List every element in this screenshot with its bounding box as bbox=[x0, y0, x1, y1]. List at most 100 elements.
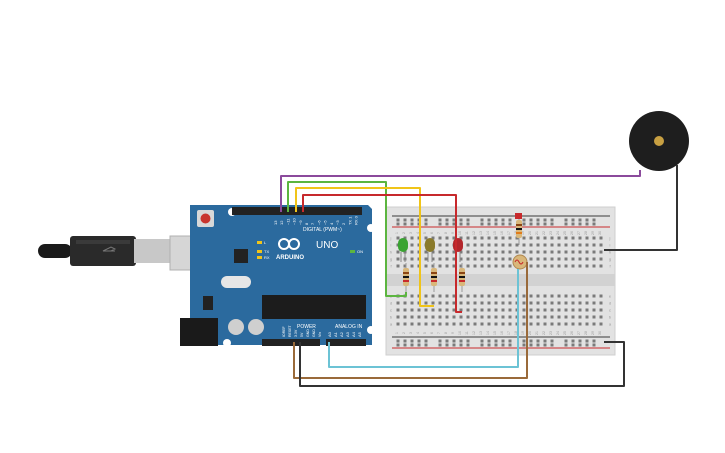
row-letter: j bbox=[609, 236, 611, 241]
row-letter: f bbox=[609, 264, 611, 269]
column-number: 8 bbox=[444, 332, 448, 334]
row-letter: g bbox=[390, 257, 392, 262]
photoresistor[interactable] bbox=[512, 254, 528, 270]
row-letter: c bbox=[609, 308, 611, 313]
analog-pin-label: A5 bbox=[357, 331, 362, 337]
column-number: 9 bbox=[451, 232, 455, 234]
column-number: 12 bbox=[472, 331, 476, 335]
wire-yellow[interactable] bbox=[295, 187, 434, 307]
power-jack bbox=[180, 318, 218, 346]
column-number: 11 bbox=[465, 331, 469, 335]
column-number: 15 bbox=[493, 231, 497, 235]
power-pin-label: Vin bbox=[318, 332, 322, 337]
column-number: 14 bbox=[486, 231, 490, 235]
wire-cyan[interactable] bbox=[328, 269, 519, 368]
column-number: 10 bbox=[458, 331, 462, 335]
model-label: UNO bbox=[316, 240, 338, 251]
tx-label: TX bbox=[264, 249, 269, 254]
column-number: 30 bbox=[598, 231, 602, 235]
resistor-2[interactable] bbox=[431, 263, 437, 292]
digital-pin-label: ~3 bbox=[335, 220, 340, 225]
column-number: 22 bbox=[542, 231, 546, 235]
atmega-chip bbox=[262, 295, 366, 319]
column-number: 15 bbox=[493, 331, 497, 335]
digital-pin-label: ~5 bbox=[323, 220, 328, 225]
row-letter: i bbox=[610, 243, 611, 248]
column-number: 21 bbox=[535, 231, 539, 235]
column-number: 10 bbox=[458, 231, 462, 235]
digital-pin-label: ~6 bbox=[316, 220, 321, 225]
led-yellow[interactable] bbox=[425, 238, 435, 262]
digital-pin-label: 4 bbox=[329, 222, 334, 225]
column-number: 7 bbox=[437, 332, 441, 334]
column-number: 2 bbox=[402, 232, 406, 234]
arduino-logo-icon bbox=[278, 238, 300, 250]
digital-pin-label: 2 bbox=[341, 222, 346, 225]
row-letter: d bbox=[609, 301, 611, 306]
column-number: 23 bbox=[549, 231, 553, 235]
column-number: 2 bbox=[402, 332, 406, 334]
column-number: 16 bbox=[500, 231, 504, 235]
column-number: 3 bbox=[409, 232, 413, 234]
column-number: 30 bbox=[598, 331, 602, 335]
column-number: 14 bbox=[486, 331, 490, 335]
column-number: 28 bbox=[584, 331, 588, 335]
column-number: 13 bbox=[479, 231, 483, 235]
wire-black-ground[interactable] bbox=[299, 341, 625, 387]
column-number: 24 bbox=[556, 331, 560, 335]
column-number: 1 bbox=[395, 232, 399, 234]
column-number: 5 bbox=[423, 232, 427, 234]
column-number: 16 bbox=[500, 331, 504, 335]
column-number: 17 bbox=[507, 231, 511, 235]
wire-black-buzzer[interactable] bbox=[604, 165, 678, 251]
wire-green[interactable] bbox=[287, 181, 407, 297]
piezo-buzzer[interactable] bbox=[629, 111, 689, 171]
row-letter: a bbox=[609, 322, 612, 327]
breadboard-column-numbers: 1122334455667788991010111112121313141415… bbox=[395, 231, 602, 335]
wire-purple[interactable] bbox=[280, 170, 641, 212]
column-number: 23 bbox=[549, 331, 553, 335]
analog-pin-label: A0 bbox=[327, 331, 332, 337]
column-number: 20 bbox=[528, 231, 532, 235]
power-header-label: POWER bbox=[297, 324, 316, 330]
resistor-4[interactable] bbox=[515, 213, 522, 245]
column-number: 25 bbox=[563, 231, 567, 235]
column-number: 5 bbox=[423, 332, 427, 334]
column-number: 19 bbox=[521, 331, 525, 335]
column-number: 7 bbox=[437, 232, 441, 234]
rx-label: RX bbox=[264, 255, 270, 260]
row-letter: a bbox=[390, 322, 393, 327]
power-pin-label: RESET bbox=[288, 324, 292, 337]
column-number: 26 bbox=[570, 231, 574, 235]
analog-pin-label: A3 bbox=[345, 331, 350, 337]
digital-pin-label: ~9 bbox=[298, 220, 303, 225]
analog-pin-label: A4 bbox=[351, 331, 356, 337]
arduino-uno-board: ARDUINO UNO DIGITAL (PWM~) POWER ANALOG … bbox=[180, 205, 375, 347]
column-number: 6 bbox=[430, 332, 434, 334]
column-number: 8 bbox=[444, 232, 448, 234]
row-letter: i bbox=[391, 243, 392, 248]
led-green[interactable] bbox=[398, 238, 408, 262]
resistor-1[interactable] bbox=[403, 263, 409, 292]
digital-header-label: DIGITAL (PWM~) bbox=[303, 227, 342, 233]
wire-brown[interactable] bbox=[293, 262, 528, 379]
digital-pin-label: 7 bbox=[310, 222, 315, 225]
analog-header-label: ANALOG IN bbox=[335, 324, 363, 330]
column-number: 19 bbox=[521, 231, 525, 235]
power-pin-label: GND bbox=[306, 329, 310, 337]
column-number: 20 bbox=[528, 331, 532, 335]
crystal bbox=[221, 276, 251, 288]
column-number: 28 bbox=[584, 231, 588, 235]
l-label: L bbox=[264, 240, 267, 245]
usb-cable bbox=[38, 235, 203, 271]
digital-pin-label: 12 bbox=[279, 220, 284, 225]
on-label: ON bbox=[357, 249, 363, 254]
wire-red[interactable] bbox=[302, 194, 462, 313]
row-letter: j bbox=[390, 236, 392, 241]
column-number: 13 bbox=[479, 331, 483, 335]
column-number: 17 bbox=[507, 331, 511, 335]
resistor-3[interactable] bbox=[459, 263, 465, 292]
